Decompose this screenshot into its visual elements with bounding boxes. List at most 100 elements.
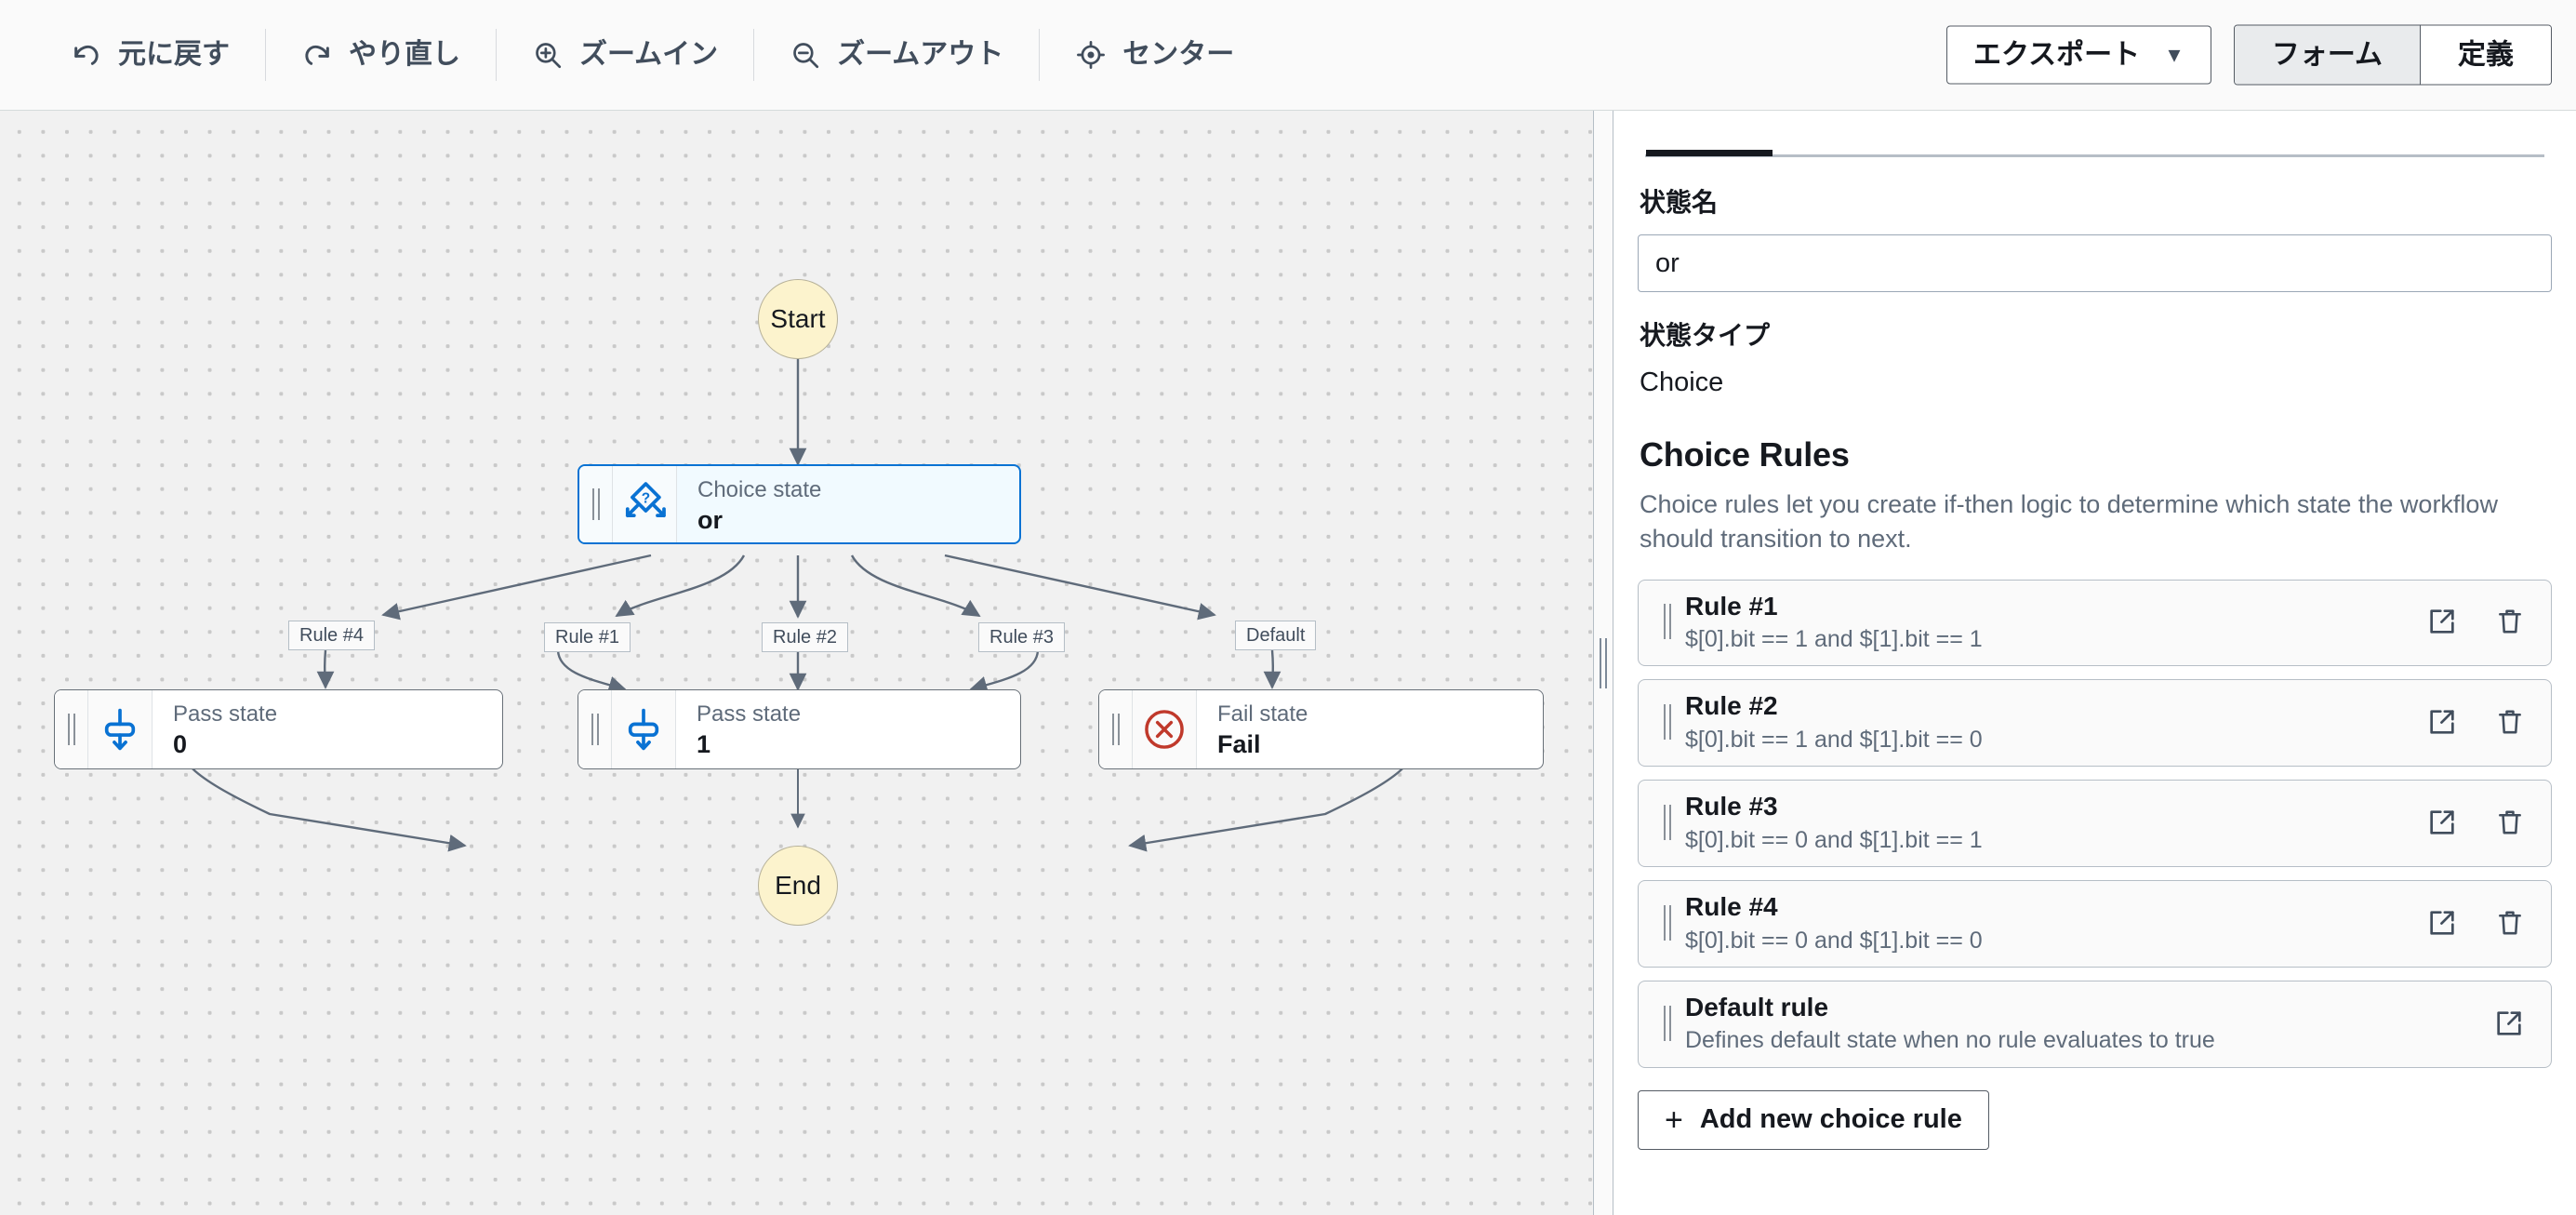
edit-rule-button[interactable] xyxy=(2490,1004,2529,1043)
drag-handle-icon[interactable] xyxy=(579,466,612,542)
state-name-label: 状態名 xyxy=(1640,188,1719,217)
delete-rule-button[interactable] xyxy=(2491,603,2529,640)
node-start[interactable]: Start xyxy=(758,279,838,359)
center-label: センター xyxy=(1122,39,1235,70)
plus-icon: + xyxy=(1665,1102,1683,1139)
pass-state-0-kind: Pass state xyxy=(173,701,278,727)
zoom-out-label: ズームアウト xyxy=(837,39,1004,70)
delete-rule-button[interactable] xyxy=(2491,703,2529,741)
redo-icon xyxy=(301,39,333,71)
edge-label-default: Default xyxy=(1235,621,1317,650)
zoom-in-icon xyxy=(532,39,564,71)
toolbar-right-group: エクスポート ▼ フォーム 定義 xyxy=(1946,24,2552,86)
drag-handle-icon[interactable] xyxy=(1655,905,1680,941)
pass-arrow-icon xyxy=(87,690,153,768)
rule-actions xyxy=(2490,1004,2534,1043)
fail-state-name: Fail xyxy=(1217,729,1261,758)
drag-handle-icon[interactable] xyxy=(1655,604,1680,640)
panel-resize-splitter[interactable] xyxy=(1593,111,1613,1215)
rule-card[interactable]: Rule #4 $[0].bit == 0 and $[1].bit == 0 xyxy=(1638,880,2552,968)
chevron-down-icon: ▼ xyxy=(2164,43,2184,66)
rule-expression: Defines default state when no rule evalu… xyxy=(1685,1027,2215,1054)
node-pass-state-1[interactable]: Pass state 1 xyxy=(578,689,1021,769)
tab-form[interactable]: フォーム xyxy=(2234,25,2420,85)
toolbar-left-group: 元に戻す やり直し xyxy=(0,29,1266,81)
default-rule-card[interactable]: Default rule Defines default state when … xyxy=(1638,981,2552,1069)
toolbar-divider xyxy=(496,29,497,81)
workflow-canvas[interactable]: Start ? Choice stat xyxy=(0,111,1593,1215)
choice-rules-title: Choice Rules xyxy=(1640,435,1850,474)
redo-button[interactable]: やり直し xyxy=(270,32,492,78)
toolbar-divider xyxy=(1039,29,1041,81)
state-name-input[interactable] xyxy=(1638,234,2552,292)
rule-texts: Default rule Defines default state when … xyxy=(1680,993,2490,1054)
pass-state-1-name: 1 xyxy=(697,729,711,758)
node-pass-state-0[interactable]: Pass state 0 xyxy=(54,689,503,769)
rule-card[interactable]: Rule #3 $[0].bit == 0 and $[1].bit == 1 xyxy=(1638,780,2552,868)
edge-label-rule-1: Rule #1 xyxy=(544,622,631,652)
fail-state-labels: Fail state Fail xyxy=(1197,690,1308,768)
rule-actions xyxy=(2423,803,2534,842)
center-button[interactable]: センター xyxy=(1043,32,1266,78)
view-mode-segmented-control: フォーム 定義 xyxy=(2233,24,2552,86)
tab-definition[interactable]: 定義 xyxy=(2421,25,2551,85)
rule-card[interactable]: Rule #1 $[0].bit == 1 and $[1].bit == 1 xyxy=(1638,579,2552,667)
delete-rule-button[interactable] xyxy=(2491,804,2529,841)
node-end[interactable]: End xyxy=(758,846,838,926)
delete-rule-button[interactable] xyxy=(2491,904,2529,941)
toolbar-divider xyxy=(753,29,755,81)
end-node-label: End xyxy=(775,871,821,900)
start-node-label: Start xyxy=(770,304,826,333)
edit-rule-button[interactable] xyxy=(2423,803,2462,842)
editor-toolbar: 元に戻す やり直し xyxy=(0,0,2576,111)
pass-state-0-box[interactable]: Pass state 0 xyxy=(54,689,503,769)
state-type-label: 状態タイプ xyxy=(1640,321,1771,350)
add-new-choice-rule-button[interactable]: + Add new choice rule xyxy=(1638,1090,1989,1151)
rule-texts: Rule #1 $[0].bit == 1 and $[1].bit == 1 xyxy=(1680,592,2423,653)
edge-label-rule-2: Rule #2 xyxy=(762,622,848,652)
zoom-in-button[interactable]: ズームイン xyxy=(500,32,750,78)
drag-handle-icon[interactable] xyxy=(1655,805,1680,841)
fail-state-box[interactable]: Fail state Fail xyxy=(1098,689,1544,769)
pass-state-1-box[interactable]: Pass state 1 xyxy=(578,689,1021,769)
edit-rule-button[interactable] xyxy=(2423,903,2462,942)
pass-state-0-labels: Pass state 0 xyxy=(153,690,277,768)
undo-button[interactable]: 元に戻す xyxy=(39,32,261,78)
drag-handle-icon[interactable] xyxy=(55,690,87,768)
editor-body: Start ? Choice stat xyxy=(0,111,2576,1215)
panel-tabstrip[interactable] xyxy=(1638,111,2552,159)
drag-handle-icon[interactable] xyxy=(1655,1006,1680,1042)
rule-title: Rule #1 xyxy=(1685,591,1778,621)
segment-divider xyxy=(2420,25,2421,85)
rule-texts: Rule #4 $[0].bit == 0 and $[1].bit == 0 xyxy=(1680,892,2423,954)
choice-state-kind: Choice state xyxy=(697,477,822,502)
toolbar-divider xyxy=(265,29,266,81)
workflow-edges xyxy=(175,359,1420,852)
rule-expression: $[0].bit == 0 and $[1].bit == 1 xyxy=(1685,826,1983,853)
active-tab-indicator xyxy=(1646,150,1773,156)
pass-state-1-labels: Pass state 1 xyxy=(676,690,801,768)
rule-card[interactable]: Rule #2 $[0].bit == 1 and $[1].bit == 0 xyxy=(1638,679,2552,768)
edge-label-rule-4: Rule #4 xyxy=(288,621,375,650)
pass-arrow-icon xyxy=(611,690,676,768)
node-fail-state[interactable]: Fail state Fail xyxy=(1098,689,1544,769)
drag-handle-icon[interactable] xyxy=(1655,704,1680,741)
start-node-circle: Start xyxy=(758,279,838,359)
zoom-out-button[interactable]: ズームアウト xyxy=(758,32,1035,78)
rule-actions xyxy=(2423,702,2534,741)
pass-state-0-name: 0 xyxy=(173,729,188,758)
svg-text:?: ? xyxy=(642,491,650,507)
end-node-circle: End xyxy=(758,846,838,926)
drag-handle-icon[interactable] xyxy=(1099,690,1132,768)
edit-rule-button[interactable] xyxy=(2423,702,2462,741)
drag-handle-icon[interactable] xyxy=(578,690,611,768)
edit-rule-button[interactable] xyxy=(2423,602,2462,641)
choice-diamond-icon: ? xyxy=(612,466,677,542)
tabstrip-baseline xyxy=(1645,154,2544,157)
export-button[interactable]: エクスポート ▼ xyxy=(1946,25,2211,85)
choice-state-box[interactable]: ? Choice state or xyxy=(578,464,1021,544)
node-choice-state[interactable]: ? Choice state or xyxy=(578,464,1021,544)
fail-circle-x-icon xyxy=(1132,690,1197,768)
zoom-in-label: ズームイン xyxy=(579,39,719,70)
